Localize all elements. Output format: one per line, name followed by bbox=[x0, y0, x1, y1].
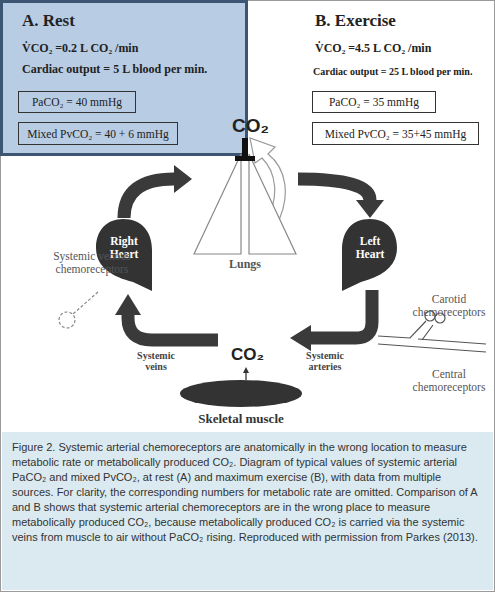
leader-line bbox=[73, 292, 98, 314]
arterial-value: PaCO₂ = 35 mmHg bbox=[329, 96, 419, 108]
value-box: PaCO₂ = 35 mmHg bbox=[312, 91, 436, 113]
co2-release-arrow bbox=[245, 372, 246, 380]
lung-shape bbox=[249, 154, 296, 254]
lung-shape bbox=[194, 154, 241, 254]
arrow-head bbox=[243, 367, 249, 373]
skeletal-muscle: Skeletal muscle bbox=[180, 380, 302, 407]
receptor-label: Systemic venous chemoreceptors bbox=[42, 250, 142, 276]
panel-title: A. Rest bbox=[22, 11, 75, 31]
venous-value: Mixed PvCO₂ = 35+45 mmHg bbox=[325, 128, 467, 140]
left-heart: Left Heart bbox=[342, 218, 398, 292]
trachea-symbol bbox=[235, 156, 255, 161]
venous-chemoreceptor-symbol bbox=[59, 312, 75, 328]
muscle-shape bbox=[180, 380, 302, 407]
co2-rate: V̇CO₂ =0.2 L CO₂ /min bbox=[22, 41, 138, 56]
skeletal-muscle-outline bbox=[180, 380, 302, 407]
receptor-label: Central chemoreceptors bbox=[406, 368, 492, 394]
lungs-label: Lungs bbox=[182, 257, 308, 272]
muscle-label: Skeletal muscle bbox=[160, 411, 322, 427]
co2-label: CO₂ bbox=[232, 115, 269, 137]
vessel-label: Systemic veins bbox=[132, 350, 180, 372]
lungs-outline bbox=[192, 146, 298, 256]
arterial-value: PaCO₂ = 40 mmHg bbox=[32, 96, 122, 108]
cardiac-output: Cardiac output = 25 L blood per min. bbox=[313, 66, 472, 77]
venous-flow-arrow bbox=[128, 314, 218, 340]
flow-arrow bbox=[124, 179, 174, 218]
co2-label: CO₂ bbox=[231, 345, 264, 365]
receptor-label: Carotid chemoreceptors bbox=[406, 293, 492, 319]
artery-tube bbox=[378, 321, 486, 344]
value-box: Mixed PvCO₂ = 35+45 mmHg bbox=[312, 122, 479, 145]
arterial-flow-arrow bbox=[310, 290, 372, 338]
lungs: Lungs bbox=[192, 146, 298, 256]
flow-arrow bbox=[298, 179, 370, 200]
value-box: PaCO₂ = 40 mmHg bbox=[18, 91, 136, 113]
rest-panel: A. RestV̇CO₂ =0.2 L CO₂ /minCardiac outp… bbox=[0, 0, 248, 156]
cardiac-output: Cardiac output = 5 L blood per min. bbox=[22, 62, 207, 77]
co2-rate: V̇CO₂ =4.5 L CO₂ /min bbox=[315, 41, 431, 56]
panel-title: B. Exercise bbox=[315, 11, 396, 31]
arrow-head bbox=[290, 325, 311, 351]
value-box: Mixed PvCO₂ = 40 + 6 mmHg bbox=[18, 122, 178, 145]
figure-caption: Figure 2. Systemic arterial chemorecepto… bbox=[2, 432, 493, 590]
artery-tube bbox=[378, 325, 486, 352]
trachea-symbol bbox=[242, 138, 248, 158]
venous-value: Mixed PvCO₂ = 40 + 6 mmHg bbox=[27, 128, 169, 140]
heart-shape bbox=[342, 219, 397, 291]
heart-label: Left Heart bbox=[348, 235, 392, 261]
arrow-head bbox=[115, 294, 141, 315]
vessel-label: Systemic arteries bbox=[298, 350, 352, 372]
